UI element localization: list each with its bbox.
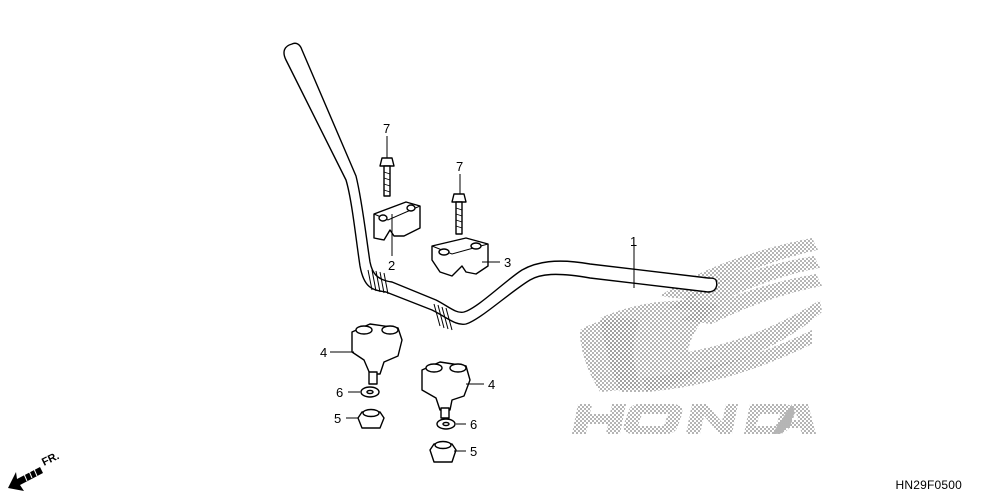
callout-1: 1: [630, 234, 637, 249]
figure-code: HN29F0500: [895, 478, 962, 492]
callout-3: 3: [504, 255, 511, 270]
callout-7-right: 7: [456, 159, 463, 174]
honda-wing-logo: [580, 238, 822, 392]
lower-holder-4-right: [421, 361, 471, 419]
handlebar: [283, 42, 718, 331]
front-direction-label: FR.: [40, 450, 61, 469]
callout-7-left: 7: [383, 121, 390, 136]
bolt-7-left: [379, 157, 395, 197]
leader-lines: [330, 136, 635, 452]
callout-5-right: 5: [470, 444, 477, 459]
callout-5-left: 5: [334, 411, 341, 426]
front-direction-arrow: FR.: [8, 450, 61, 491]
washer-6-right: [436, 418, 456, 430]
callout-6-right: 6: [470, 417, 477, 432]
callout-4-right: 4: [488, 377, 495, 392]
callout-2: 2: [388, 258, 395, 273]
upper-holder-2: [373, 201, 421, 241]
nut-5-left: [357, 408, 385, 429]
knurl-right: [433, 303, 453, 331]
callout-4-left: 4: [320, 345, 327, 360]
lower-holder-4-left: [351, 323, 403, 385]
callout-6-left: 6: [336, 385, 343, 400]
knurl-left: [367, 269, 389, 295]
honda-wordmark: [572, 404, 816, 434]
upper-holder-3: [431, 237, 489, 277]
bolt-7-right: [451, 193, 467, 235]
washer-6-left: [360, 386, 380, 398]
nut-5-right: [429, 440, 457, 463]
